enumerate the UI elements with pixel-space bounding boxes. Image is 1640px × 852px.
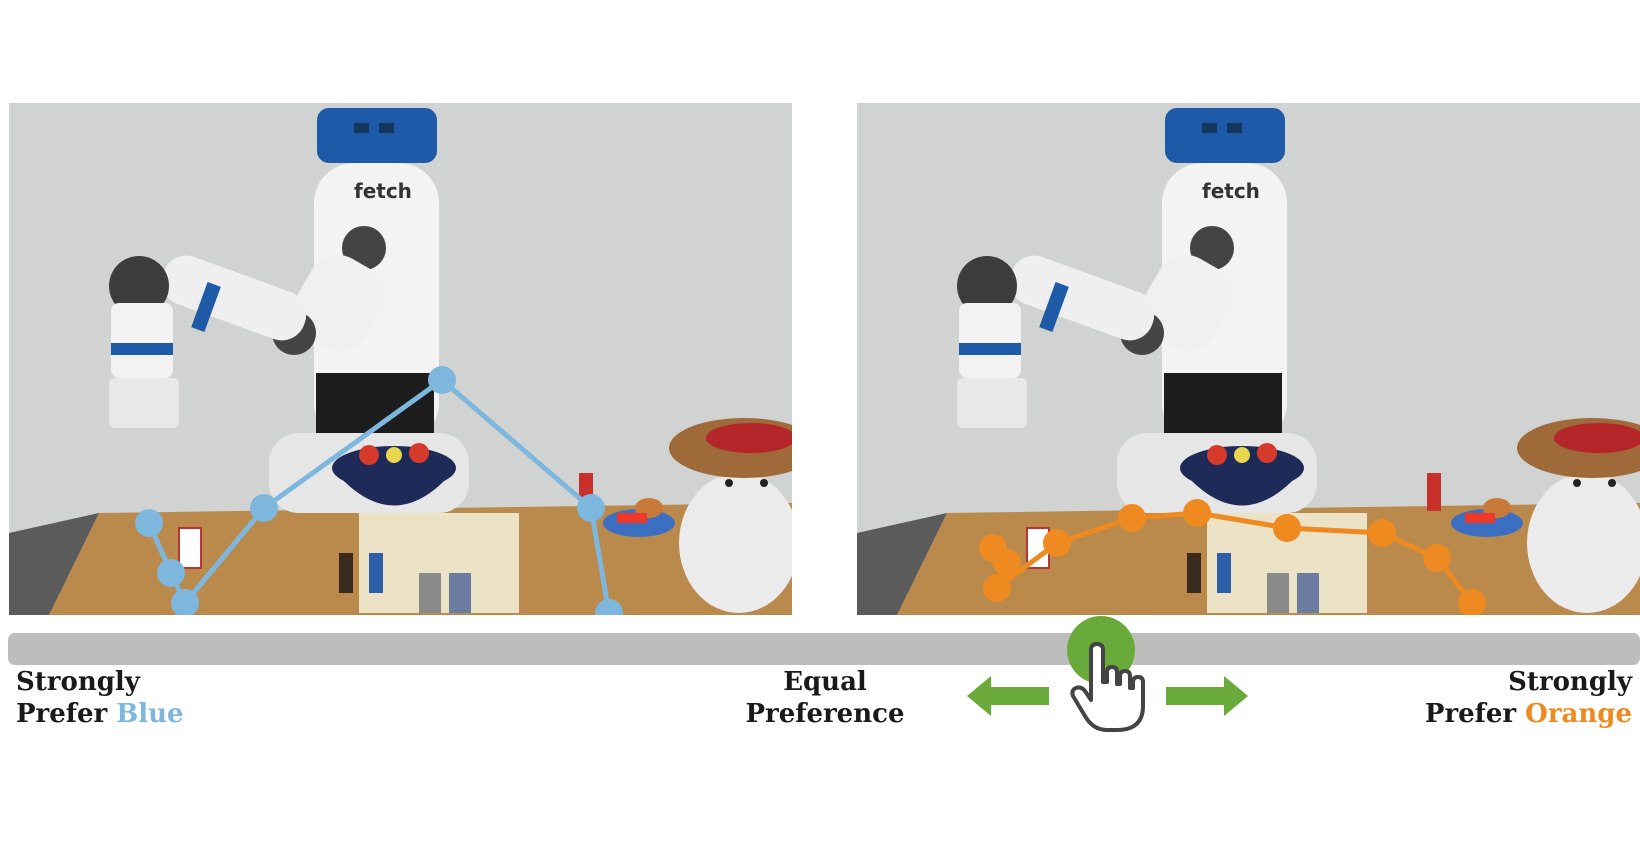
label-left-prefix: Prefer (16, 699, 117, 729)
label-left-line2: Prefer Blue (16, 698, 184, 730)
trajectory-video-orange: fetch (857, 103, 1640, 615)
equal-preference-label: Equal Preference (740, 666, 910, 730)
label-right-line2: Prefer Orange (1425, 698, 1632, 730)
strongly-prefer-blue-label: Strongly Prefer Blue (16, 666, 184, 730)
label-center-line2: Preference (745, 699, 905, 729)
arrow-left-icon (967, 676, 1050, 716)
label-center-line1: Equal (783, 667, 867, 697)
label-left-line1: Strongly (16, 667, 140, 697)
blue-trajectory (135, 366, 623, 615)
trajectory-video-blue: fetch (9, 103, 792, 615)
robot-scene-blue: fetch (9, 103, 792, 615)
pointing-hand-icon (1070, 642, 1146, 732)
label-right-color-word: Orange (1525, 699, 1632, 729)
orange-trajectory (979, 499, 1486, 615)
label-right-prefix: Prefer (1424, 699, 1526, 729)
preference-slider-track[interactable] (8, 633, 1640, 665)
robot-brand-text: fetch (1202, 179, 1260, 203)
robot-scene-orange: fetch (857, 103, 1640, 615)
arrow-right-icon (1166, 676, 1249, 716)
label-left-color-word: Blue (116, 699, 184, 729)
label-right-line1: Strongly (1508, 667, 1632, 697)
strongly-prefer-orange-label: Strongly Prefer Orange (1425, 666, 1632, 730)
robot-brand-text: fetch (354, 179, 412, 203)
